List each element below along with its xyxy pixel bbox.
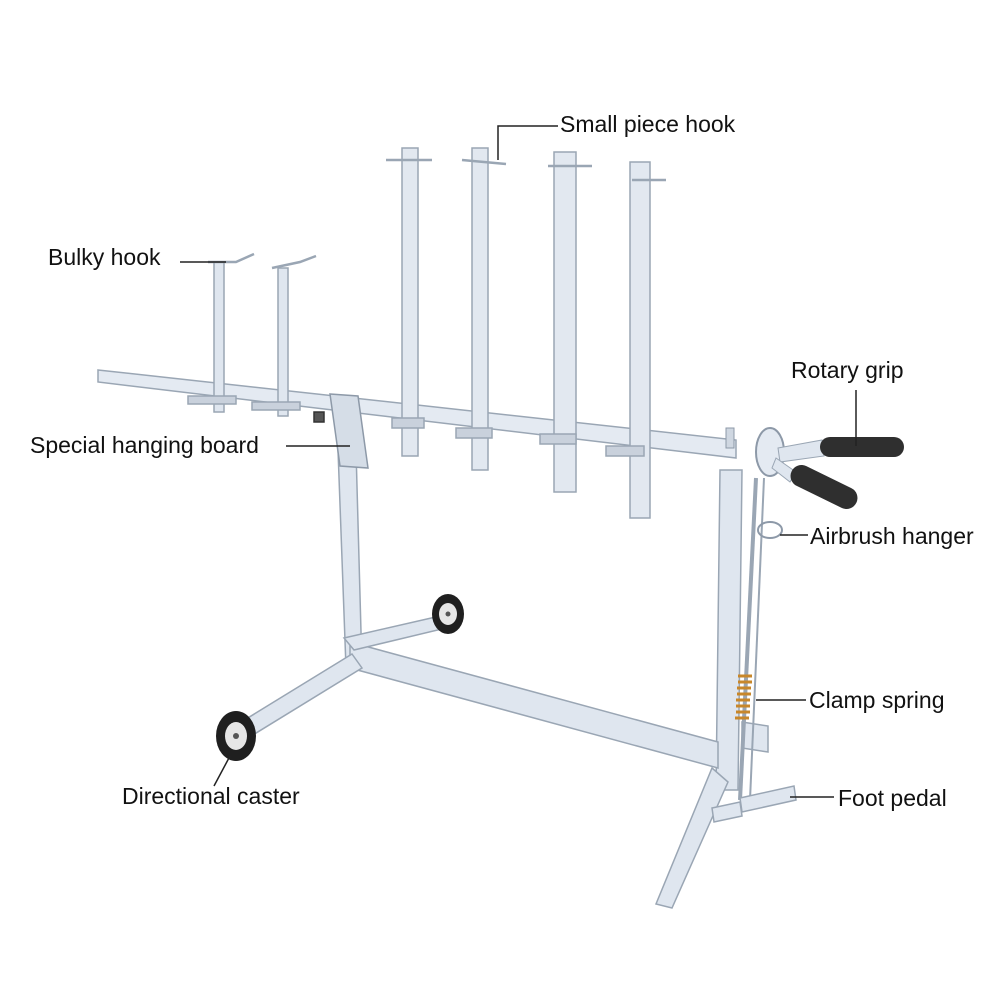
label-clamp-spring: Clamp spring <box>809 687 945 713</box>
label-airbrush-hanger: Airbrush hanger <box>810 523 974 549</box>
bulky-hook-2 <box>251 254 317 417</box>
special-hanging-board <box>313 393 369 469</box>
directional-caster-front <box>216 711 256 761</box>
leader-small-piece-hook <box>497 125 558 160</box>
leader-lines <box>180 125 857 798</box>
leader-directional-caster <box>213 755 231 787</box>
label-foot-pedal: Foot pedal <box>838 785 947 811</box>
small-piece-hook-1 <box>386 147 432 457</box>
label-small-piece-hook: Small piece hook <box>560 111 736 137</box>
label-directional-caster: Directional caster <box>122 783 300 809</box>
small-piece-hook-4 <box>605 161 666 519</box>
spring-rod <box>738 477 765 801</box>
rotary-grip <box>771 437 904 509</box>
directional-caster-back <box>432 594 464 634</box>
label-rotary-grip: Rotary grip <box>791 357 903 383</box>
small-piece-hook-3 <box>539 151 592 493</box>
label-special-hanging-board: Special hanging board <box>30 432 259 458</box>
airbrush-hanger <box>757 521 783 539</box>
small-piece-hook-2 <box>455 147 507 471</box>
base-frame <box>236 449 769 909</box>
foot-pedal <box>711 785 797 823</box>
label-bulky-hook: Bulky hook <box>48 244 161 270</box>
clamp-spring <box>735 674 752 720</box>
